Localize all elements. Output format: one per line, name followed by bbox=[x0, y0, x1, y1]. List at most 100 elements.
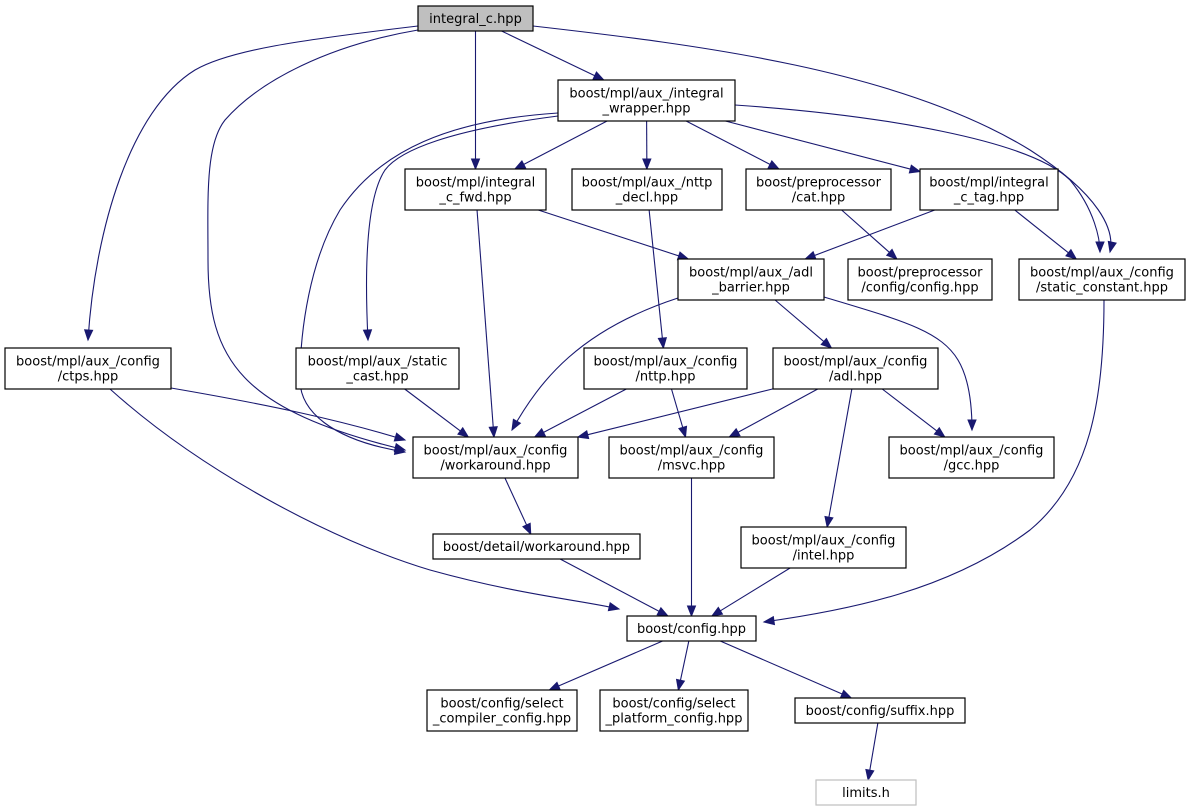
edge-line bbox=[299, 112, 559, 453]
edge-n0-to-n9 bbox=[83, 25, 419, 342]
edge-line bbox=[679, 640, 690, 682]
file-node[interactable]: boost/mpl/aux_/config/gcc.hpp bbox=[888, 436, 1055, 479]
arrowhead-icon bbox=[656, 606, 670, 617]
nodes-layer: integral_c.hpp boost/mpl/aux_/integral_wr… bbox=[4, 5, 1186, 806]
arrowhead-icon bbox=[576, 429, 590, 440]
node-label: boost/mpl/aux_/nttp bbox=[582, 176, 713, 191]
arrowhead-icon bbox=[885, 248, 898, 260]
arrowhead-icon bbox=[767, 159, 781, 170]
edge-line bbox=[504, 477, 528, 527]
edge-line bbox=[109, 388, 620, 610]
arrowhead-icon bbox=[488, 426, 498, 439]
edge-n12-to-n15 bbox=[881, 388, 946, 438]
edge-n0-to-n2 bbox=[470, 31, 481, 171]
file-node[interactable]: boost/mpl/integral_c_fwd.hpp bbox=[404, 168, 547, 211]
edge-n14-to-n18 bbox=[686, 478, 697, 618]
file-node[interactable]: boost/config/select_platform_config.hpp bbox=[599, 689, 749, 732]
arrowhead-icon bbox=[1065, 248, 1078, 260]
arrowhead-icon bbox=[1095, 241, 1105, 254]
file-node[interactable]: boost/preprocessor/config/config.hpp bbox=[847, 258, 993, 301]
edge-line bbox=[725, 120, 912, 170]
node-label: boost/config/select bbox=[612, 697, 735, 712]
edge-line bbox=[511, 297, 679, 431]
file-node[interactable]: boost/mpl/aux_/static_cast.hpp bbox=[295, 347, 460, 390]
node-label: /workaround.hpp bbox=[440, 459, 550, 474]
file-node[interactable]: boost/preprocessor/cat.hpp bbox=[745, 168, 892, 211]
edge-line bbox=[542, 388, 627, 434]
edge-line bbox=[720, 640, 844, 695]
edge-n12-to-n13 bbox=[576, 388, 774, 440]
edge-n1-to-n13 bbox=[299, 112, 559, 456]
node-label: _c_tag.hpp bbox=[953, 191, 1024, 206]
file-node[interactable]: boost/config/suffix.hpp bbox=[794, 697, 966, 724]
file-node[interactable]: boost/mpl/aux_/config/nttp.hpp bbox=[583, 347, 748, 390]
edge-line bbox=[532, 25, 1112, 253]
edge-line bbox=[366, 115, 559, 341]
arrowhead-icon bbox=[678, 425, 688, 439]
edge-n21-to-n22 bbox=[865, 722, 879, 782]
edge-n18-to-n21 bbox=[720, 640, 853, 699]
node-label: /gcc.hpp bbox=[944, 459, 1000, 474]
edge-line bbox=[719, 567, 791, 612]
edge-line bbox=[586, 388, 774, 436]
arrowhead-icon bbox=[824, 515, 834, 529]
node-label: boost/mpl/aux_/static bbox=[308, 355, 448, 370]
node-label: boost/mpl/aux_/config bbox=[16, 355, 160, 370]
edge-n4-to-n7 bbox=[841, 209, 898, 260]
node-box bbox=[583, 347, 748, 390]
edge-line bbox=[813, 209, 935, 257]
node-box bbox=[404, 168, 547, 211]
edge-line bbox=[670, 388, 684, 429]
arrowhead-icon bbox=[513, 159, 527, 170]
edge-line bbox=[404, 388, 462, 433]
arrowhead-icon bbox=[592, 71, 605, 81]
root-file-node[interactable]: integral_c.hpp bbox=[417, 5, 534, 32]
node-label: boost/mpl/aux_/config bbox=[620, 444, 764, 459]
file-node[interactable]: boost/mpl/aux_/config/adl.hpp bbox=[772, 347, 939, 390]
file-node[interactable]: boost/config/select_compiler_config.hpp bbox=[426, 689, 578, 732]
node-box bbox=[608, 436, 775, 479]
file-node[interactable]: boost/mpl/aux_/config/static_constant.hp… bbox=[1018, 258, 1186, 301]
file-node[interactable]: boost/mpl/aux_/nttp_decl.hpp bbox=[571, 168, 723, 211]
edge-n0-to-n1 bbox=[501, 30, 605, 81]
file-node[interactable]: boost/detail/workaround.hpp bbox=[432, 533, 641, 560]
edge-line bbox=[823, 296, 973, 431]
file-node[interactable]: boost/mpl/aux_/integral_wrapper.hpp bbox=[557, 79, 736, 122]
arrowhead-icon bbox=[548, 681, 561, 691]
file-node[interactable]: boost/mpl/aux_/config/intel.hpp bbox=[740, 526, 907, 569]
node-label: /config/config.hpp bbox=[861, 281, 978, 296]
node-label: _cast.hpp bbox=[345, 370, 408, 385]
file-node[interactable]: limits.h bbox=[815, 779, 917, 806]
file-node[interactable]: boost/mpl/aux_/config/msvc.hpp bbox=[608, 436, 775, 479]
node-label: limits.h bbox=[842, 786, 890, 801]
arrowhead-icon bbox=[967, 419, 977, 432]
file-node[interactable]: boost/mpl/aux_/config/workaround.hpp bbox=[412, 436, 579, 479]
edge-line bbox=[841, 209, 891, 254]
node-box bbox=[412, 436, 579, 479]
node-label: _barrier.hpp bbox=[711, 281, 790, 296]
edge-n5-to-n8 bbox=[1014, 209, 1078, 260]
node-box bbox=[677, 258, 825, 301]
edge-line bbox=[501, 30, 596, 77]
edge-n6-to-n12 bbox=[774, 299, 833, 349]
node-box bbox=[4, 347, 172, 390]
arrowhead-icon bbox=[803, 250, 817, 260]
edge-n13-to-n16 bbox=[504, 477, 532, 536]
node-label: _wrapper.hpp bbox=[602, 102, 691, 117]
edge-line bbox=[559, 558, 661, 613]
file-node[interactable]: boost/config.hpp bbox=[626, 615, 757, 642]
file-node[interactable]: boost/mpl/aux_/adl_barrier.hpp bbox=[677, 258, 825, 301]
edge-line bbox=[734, 104, 1101, 253]
node-box bbox=[847, 258, 993, 301]
file-node[interactable]: boost/mpl/aux_/config/ctps.hpp bbox=[4, 347, 172, 390]
node-label: boost/mpl/aux_/config bbox=[424, 444, 568, 459]
edge-n0-to-n8 bbox=[532, 25, 1117, 254]
node-label: /adl.hpp bbox=[829, 370, 882, 385]
node-label: /static_constant.hpp bbox=[1036, 281, 1168, 296]
file-node[interactable]: boost/mpl/integral_c_tag.hpp bbox=[919, 168, 1059, 211]
node-label: _decl.hpp bbox=[615, 191, 678, 206]
node-label: boost/mpl/integral bbox=[929, 176, 1048, 191]
node-box bbox=[815, 779, 917, 806]
node-label: boost/mpl/integral bbox=[416, 176, 535, 191]
